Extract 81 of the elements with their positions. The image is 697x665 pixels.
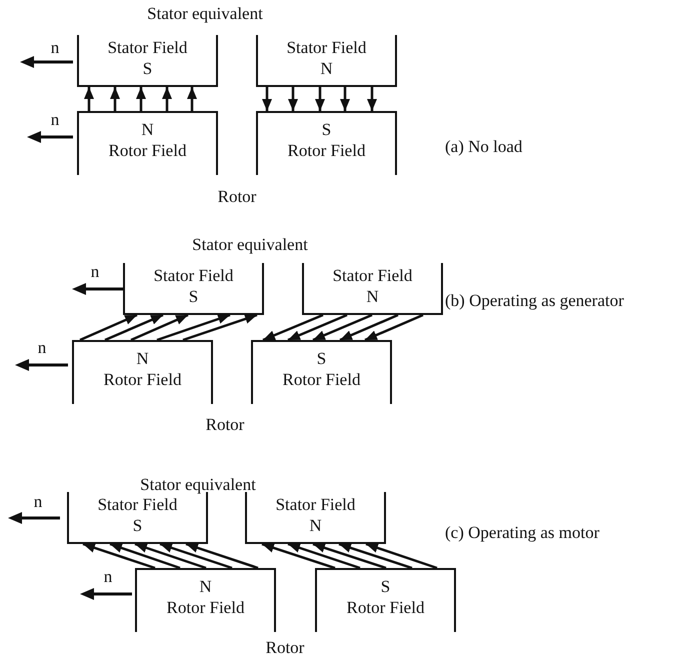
- pole-label: S: [380, 576, 390, 597]
- pole-label: Rotor Field: [166, 597, 244, 618]
- text-label: Stator equivalent: [147, 4, 263, 23]
- flux-arrow: [182, 314, 258, 342]
- pole-label: N: [199, 576, 212, 597]
- rotor-pole: [77, 111, 218, 175]
- text-label: (a) No load: [445, 137, 522, 156]
- flux-arrow: [340, 87, 350, 111]
- flux-arrow: [187, 87, 197, 111]
- text-label: n: [50, 38, 60, 57]
- pole-label: Stator Field: [286, 37, 366, 58]
- pole-label: S: [188, 286, 198, 307]
- pole-label: Stator Field: [108, 37, 188, 58]
- flux-arrow: [288, 87, 298, 111]
- stator-pole: [67, 492, 208, 544]
- pole-label: N: [141, 119, 154, 140]
- text-label: (c) Operating as motor: [445, 523, 600, 542]
- flux-arrow: [136, 87, 146, 111]
- rotor-pole: [72, 340, 213, 404]
- pole-label: Stator Field: [154, 265, 234, 286]
- stator-pole: [245, 492, 386, 544]
- pole-label: N: [136, 348, 149, 369]
- stator-pole: [77, 35, 218, 87]
- text-label: n: [38, 338, 46, 357]
- flux-arrow: [130, 314, 188, 342]
- pole-label: Rotor Field: [104, 369, 182, 390]
- rotor-pole: [256, 111, 397, 175]
- flux-arrow: [156, 314, 230, 342]
- pole-label: Stator Field: [332, 265, 412, 286]
- flux-arrow: [104, 314, 164, 342]
- flux-arrow: [134, 542, 206, 570]
- flux-arrow: [312, 542, 386, 570]
- rotor-pole: [315, 568, 456, 632]
- flux-arrow: [364, 314, 424, 342]
- text-label: Rotor: [218, 187, 256, 206]
- flux-arrow: [288, 542, 360, 570]
- pole-label: N: [366, 286, 379, 307]
- flux-arrow: [288, 314, 348, 342]
- pole-label: Rotor Field: [282, 369, 360, 390]
- pole-label: Stator Field: [98, 494, 178, 515]
- pole-label: N: [320, 58, 333, 79]
- pole-label: S: [322, 119, 332, 140]
- text-label: Stator equivalent: [140, 475, 256, 494]
- flux-arrow: [82, 542, 156, 570]
- flux-arrow: [338, 542, 412, 570]
- flux-arrow: [80, 314, 138, 342]
- text-label: n: [104, 567, 112, 586]
- flux-arrow: [160, 542, 232, 570]
- text-label: Rotor: [266, 638, 304, 657]
- pole-label: S: [132, 515, 142, 536]
- flux-arrow: [110, 542, 180, 570]
- pole-label: Rotor Field: [346, 597, 424, 618]
- text-label: n: [34, 492, 42, 511]
- flux-arrow: [367, 87, 377, 111]
- flux-arrow: [84, 87, 94, 111]
- rotor-pole: [135, 568, 276, 632]
- text-label: Rotor: [206, 415, 244, 434]
- flux-arrow: [366, 542, 438, 570]
- stator-pole: [302, 263, 443, 315]
- rotor-pole: [251, 340, 392, 404]
- text-label: Stator equivalent: [192, 235, 308, 254]
- flux-arrow: [262, 87, 272, 111]
- flux-arrow: [162, 87, 172, 111]
- text-label: n: [90, 262, 100, 281]
- text-label: n: [50, 110, 60, 129]
- pole-label: Rotor Field: [288, 140, 366, 161]
- pole-label: S: [142, 58, 152, 79]
- flux-arrow: [262, 542, 336, 570]
- flux-arrow: [315, 87, 325, 111]
- stator-pole: [256, 35, 397, 87]
- flux-arrow: [186, 542, 258, 570]
- pole-label: Stator Field: [276, 494, 356, 515]
- text-label: (b) Operating as generator: [445, 291, 624, 310]
- flux-arrow: [262, 314, 324, 342]
- pole-label: S: [316, 348, 326, 369]
- pole-label: N: [309, 515, 322, 536]
- pole-label: Rotor Field: [108, 140, 186, 161]
- flux-arrow: [340, 314, 398, 342]
- flux-arrow: [110, 87, 120, 111]
- stator-pole: [123, 263, 264, 315]
- flux-arrow: [312, 314, 372, 342]
